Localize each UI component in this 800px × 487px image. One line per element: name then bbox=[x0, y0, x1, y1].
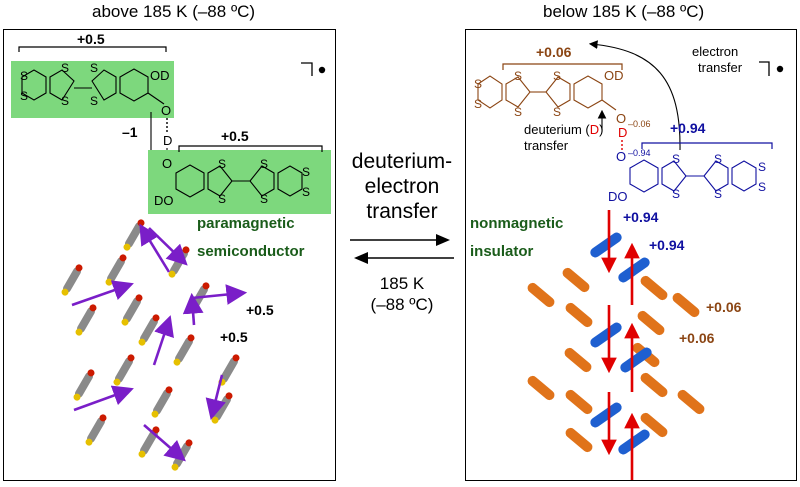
electron-transfer-line2: transfer bbox=[698, 60, 743, 75]
atom-o: O bbox=[162, 156, 172, 171]
atom-s: S bbox=[218, 192, 226, 206]
atom-d: D bbox=[163, 133, 172, 148]
atom-s: S bbox=[61, 94, 69, 108]
atom-o: O bbox=[616, 149, 626, 164]
left-panel-drawing: +0.5 S S S S S S OD O D –1 +0.5 O DO S S… bbox=[11, 31, 331, 471]
bottom-molecule-highlight bbox=[148, 150, 331, 214]
spin-corner-marker bbox=[301, 62, 313, 76]
left-panel: +0.5 S S S S S S OD O D –1 +0.5 O DO S S… bbox=[3, 29, 336, 481]
spin-pair-arrows bbox=[71, 223, 248, 462]
center-line1: deuterium- bbox=[351, 150, 453, 173]
top-molecule-skeleton bbox=[21, 68, 165, 105]
deut-transfer-line2: transfer bbox=[524, 138, 569, 153]
atom-s: S bbox=[474, 77, 482, 91]
atom-s: S bbox=[90, 94, 98, 108]
crystal-charge-orange-a: +0.06 bbox=[706, 299, 742, 315]
right-panel-drawing: +0.06 S S S S S S OD O –0.06 D electron … bbox=[470, 40, 784, 480]
top-charge: +0.5 bbox=[77, 31, 105, 47]
crystal-charge-a: +0.5 bbox=[246, 302, 274, 318]
top-molecule-skeleton bbox=[477, 75, 617, 111]
temp-line2: (–88 ºC) bbox=[370, 295, 434, 314]
atom-s: S bbox=[553, 105, 561, 119]
bottom-charge: +0.5 bbox=[221, 128, 249, 144]
bottom-charge-bracket bbox=[178, 145, 323, 152]
phase-label-line1: nonmagnetic bbox=[470, 215, 563, 232]
atom-s: S bbox=[260, 157, 268, 171]
center-line3: transfer bbox=[366, 200, 438, 223]
o-charge-bottom: –0.94 bbox=[628, 148, 651, 158]
spin-corner-marker bbox=[759, 61, 770, 76]
crystal-packing-blue bbox=[590, 232, 652, 455]
atom-s: S bbox=[714, 187, 722, 201]
atom-s: S bbox=[474, 97, 482, 111]
spin-dot bbox=[776, 65, 784, 73]
deut-transfer-line1: deuterium (D) bbox=[524, 122, 603, 137]
electron-transfer-arrow bbox=[588, 40, 681, 151]
atom-s: S bbox=[553, 69, 561, 83]
top-charge-bracket bbox=[502, 63, 623, 70]
crystal-charge-b: +0.5 bbox=[220, 329, 248, 345]
right-panel-title: below 185 K (–88 ºC) bbox=[543, 2, 705, 21]
bottom-molecule-skeleton bbox=[175, 164, 303, 198]
atom-do: DO bbox=[608, 189, 628, 204]
atom-o: O bbox=[161, 103, 171, 118]
forward-arrow-head bbox=[436, 234, 450, 246]
o-charge-top: –0.06 bbox=[628, 119, 651, 129]
phase-label-line2: insulator bbox=[470, 243, 534, 260]
atom-s: S bbox=[302, 165, 310, 179]
atom-s: S bbox=[758, 160, 766, 174]
atom-s: S bbox=[302, 185, 310, 199]
temperature-caption: 185 K (–88 ºC) bbox=[340, 273, 464, 315]
link-charge: –1 bbox=[122, 124, 138, 140]
bottom-charge: +0.94 bbox=[670, 120, 706, 136]
atom-s: S bbox=[714, 152, 722, 166]
bottom-molecule-skeleton bbox=[629, 159, 757, 193]
crystal-charge-blue-a: +0.94 bbox=[623, 209, 659, 225]
temp-line1: 185 K bbox=[379, 274, 425, 293]
atom-s: S bbox=[672, 187, 680, 201]
atom-s: S bbox=[218, 157, 226, 171]
top-charge-bracket bbox=[18, 46, 167, 52]
top-charge: +0.06 bbox=[536, 44, 572, 60]
center-caption: deuterium- electron transfer bbox=[340, 149, 464, 224]
equilibrium-arrows bbox=[350, 234, 454, 264]
spin-dot bbox=[318, 66, 326, 74]
atom-s: S bbox=[514, 105, 522, 119]
atom-od: OD bbox=[604, 68, 624, 83]
center-line2: electron bbox=[364, 175, 440, 198]
atom-od: OD bbox=[150, 68, 170, 83]
atom-s: S bbox=[514, 69, 522, 83]
atom-o: O bbox=[616, 111, 626, 126]
atom-s: S bbox=[61, 61, 69, 75]
atom-s: S bbox=[20, 69, 28, 83]
crystal-packing-orange bbox=[527, 267, 705, 453]
top-molecule-highlight bbox=[11, 61, 174, 118]
crystal-charge-orange-b: +0.06 bbox=[679, 330, 715, 346]
phase-label-line2: semiconductor bbox=[197, 243, 305, 260]
atom-s: S bbox=[20, 89, 28, 103]
left-panel-title: above 185 K (–88 ºC) bbox=[92, 2, 256, 21]
spin-arrows bbox=[601, 210, 640, 480]
electron-transfer-line1: electron bbox=[692, 44, 738, 59]
phase-label-line1: paramagnetic bbox=[197, 215, 295, 232]
atom-s: S bbox=[260, 192, 268, 206]
right-panel: +0.06 S S S S S S OD O –0.06 D electron … bbox=[465, 29, 797, 481]
bottom-charge-bracket bbox=[641, 142, 773, 149]
atom-s: S bbox=[758, 180, 766, 194]
atom-do: DO bbox=[154, 193, 174, 208]
atom-d: D bbox=[618, 125, 627, 140]
crystal-charge-blue-b: +0.94 bbox=[649, 237, 685, 253]
atom-s: S bbox=[90, 61, 98, 75]
atom-s: S bbox=[672, 152, 680, 166]
reverse-arrow-head bbox=[354, 252, 368, 264]
